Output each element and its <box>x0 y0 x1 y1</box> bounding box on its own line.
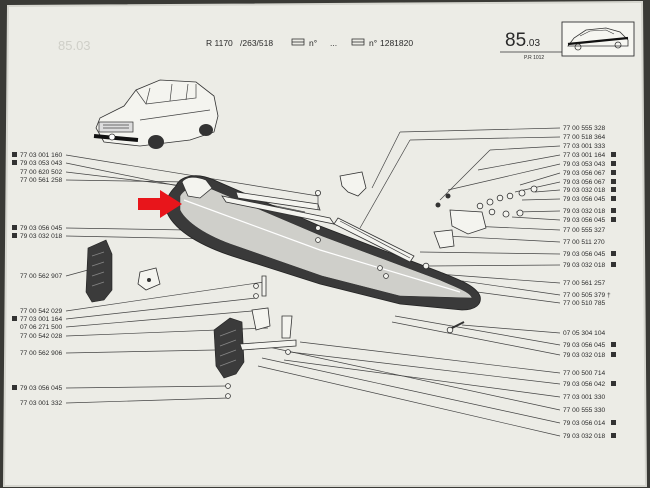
part-label: 79 03 056 045 <box>563 251 606 258</box>
part-label: 07 06 271 500 <box>20 324 63 331</box>
labels-right: 77 00 555 328 77 00 518 364 77 03 001 33… <box>563 125 616 440</box>
part-label: 79 03 056 045 <box>563 342 606 349</box>
part-label: 77 00 511 270 <box>563 239 605 246</box>
part-label: 79 03 032 018 <box>563 187 606 194</box>
part-label: 79 03 056 045 <box>563 217 606 224</box>
part-label: 77 00 505 379 † <box>563 292 611 299</box>
part-label: 77 03 001 330 <box>563 394 606 401</box>
header-ref: R 1170 <box>206 38 233 48</box>
part-label: 77 00 518 364 <box>563 134 606 141</box>
right-marker-boxes <box>611 152 616 438</box>
part-label: 07 05 304 104 <box>563 330 606 337</box>
car-location-icon <box>561 21 635 57</box>
part-label: 77 00 620 502 <box>20 169 63 176</box>
car-bumper-highlight <box>93 134 139 142</box>
part-label: 77 03 001 164 <box>20 316 63 323</box>
labels-left: 77 03 001 160 79 03 053 043 77 00 620 50… <box>12 152 63 407</box>
part-label: 77 00 510 785 <box>563 300 606 307</box>
highlight-arrow-icon <box>138 190 182 218</box>
part-label: 77 00 555 327 <box>563 227 606 234</box>
part-label: 79 03 053 043 <box>20 160 63 167</box>
part-label: 79 03 056 042 <box>563 381 606 388</box>
part-label: 79 03 056 045 <box>20 225 63 232</box>
part-label: 77 03 001 333 <box>563 143 606 150</box>
leader-lines-right <box>257 127 561 437</box>
part-label: 79 03 032 018 <box>563 352 606 359</box>
left-marker-boxes <box>12 152 17 390</box>
header: R 1170 /263/518 n° ... n° 1281820 85.03 … <box>206 21 635 61</box>
fixing-parts <box>85 171 538 399</box>
leader-lines-left <box>65 154 319 404</box>
part-label: 79 03 056 045 <box>20 385 63 392</box>
header-no-label: n° <box>309 38 317 48</box>
part-label: 77 03 001 164 <box>563 152 606 159</box>
part-label: 79 03 056 014 <box>563 420 606 427</box>
part-label: 77 03 001 332 <box>20 400 63 407</box>
part-label: 77 03 001 160 <box>20 152 63 159</box>
left-hand-drive-icon <box>291 38 305 46</box>
bleed-through-text: 85.03 <box>58 38 91 53</box>
car-illustration <box>93 79 219 149</box>
part-label: 77 00 561 257 <box>563 280 606 287</box>
right-hand-drive-icon <box>351 38 365 46</box>
part-label: 77 00 562 907 <box>20 273 63 280</box>
part-label: 77 00 562 906 <box>20 350 63 357</box>
part-label: 79 03 056 045 <box>563 196 606 203</box>
part-label: 77 00 555 330 <box>563 407 606 414</box>
part-label: 77 00 561 258 <box>20 177 63 184</box>
part-label: 79 03 032 018 <box>563 262 606 269</box>
header-no-label-2: n° <box>369 38 377 48</box>
part-label: 77 00 542 029 <box>20 308 63 315</box>
part-label: 79 03 053 043 <box>563 161 606 168</box>
part-label: 79 03 032 018 <box>20 233 63 240</box>
header-serial: 1281820 <box>380 38 413 48</box>
part-label: 79 03 032 018 <box>563 208 606 215</box>
part-label: 77 00 500 714 <box>563 370 606 377</box>
part-label: 79 03 056 067 <box>563 170 606 177</box>
bumper-assembly <box>165 175 481 311</box>
pr-code: P.R 1012 <box>524 55 544 61</box>
part-label: 79 03 056 067 <box>563 179 606 186</box>
part-label: 77 00 542 028 <box>20 333 63 340</box>
header-dots: ... <box>330 38 337 48</box>
section-number: 85.03 <box>505 30 540 51</box>
header-variant: /263/518 <box>240 38 273 48</box>
part-label: 79 03 032 018 <box>563 433 606 440</box>
part-label: 77 00 555 328 <box>563 125 606 132</box>
